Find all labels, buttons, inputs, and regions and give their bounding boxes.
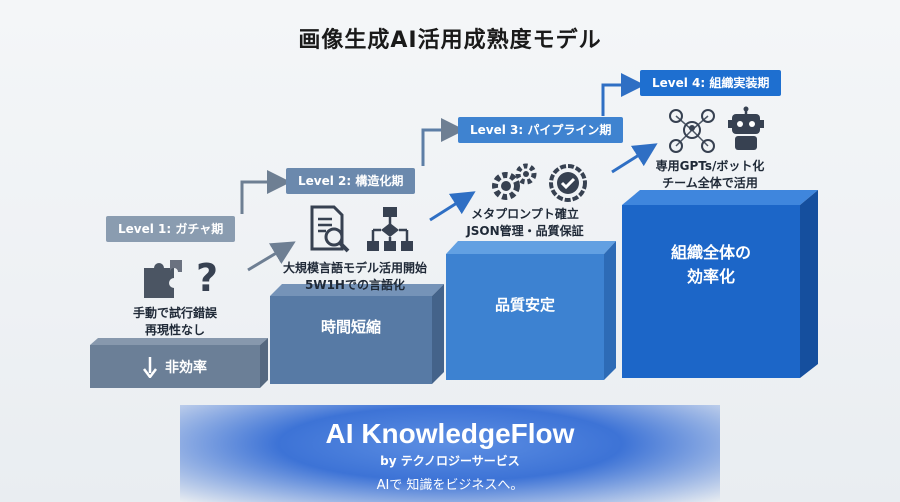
level-1-caption-line-2: 再現性なし xyxy=(144,323,205,337)
footer-banner xyxy=(180,405,720,502)
brand-tagline: AIで 知識をビジネスへ。 xyxy=(376,478,524,493)
staircase-blocks xyxy=(90,190,818,388)
level-3-caption-line-1: メタプロンプト確立 xyxy=(471,207,579,221)
brand-byline: by テクノロジーサービス xyxy=(380,454,520,468)
flowchart-icon xyxy=(367,207,413,251)
robot-icon xyxy=(728,106,764,150)
level-1-block-label: 非効率 xyxy=(165,359,207,376)
step-connectors xyxy=(240,73,658,272)
diag-arrow-1 xyxy=(247,241,296,272)
level-1-caption-line-1: 手動で試行錯誤 xyxy=(132,306,217,320)
level-2-caption-line-2: 5W1Hでの言語化 xyxy=(305,278,405,292)
connector-3-4 xyxy=(601,73,645,116)
level-3-block: 品質安定 xyxy=(446,254,604,380)
connector-1-2 xyxy=(240,170,291,214)
level-4-block: 組織全体の 効率化 xyxy=(622,205,800,378)
level-4-caption-line-1: 専用GPTs/ボット化 xyxy=(655,159,765,173)
level-3-caption: メタプロンプト確立 JSON管理・品質保証 xyxy=(455,206,595,240)
level-2-block-label: 時間短縮 xyxy=(320,317,381,336)
diag-arrow-3 xyxy=(611,143,658,174)
level-4-caption-line-2: チーム全体で活用 xyxy=(662,176,758,190)
puzzle-icon xyxy=(144,260,182,298)
level-1-block: 非効率 xyxy=(90,345,260,388)
level-4-block-label-line-1: 組織全体の xyxy=(670,243,751,262)
question-mark-icon: ? xyxy=(196,256,219,300)
quality-check-icon xyxy=(549,164,587,202)
down-arrow-icon xyxy=(143,356,157,378)
brand-name: AI KnowledgeFlow xyxy=(325,418,575,449)
level-3-badge: Level 3: パイプライン期 xyxy=(458,117,624,143)
level-1-caption: 手動で試行錯誤 再現性なし xyxy=(110,305,240,339)
level-4-block-label-line-2: 効率化 xyxy=(686,267,735,286)
level-2-block: 時間短縮 xyxy=(270,296,432,384)
level-2-caption: 大規模言語モデル活用開始 5W1Hでの言語化 xyxy=(270,260,440,294)
document-search-icon xyxy=(310,205,350,253)
team-network-icon xyxy=(669,109,715,153)
diagram-title: 画像生成AI活用成熟度モデル xyxy=(298,28,602,53)
level-3-caption-line-2: JSON管理・品質保証 xyxy=(466,224,584,238)
connector-2-3 xyxy=(421,118,465,166)
level-1-badge: Level 1: ガチャ期 xyxy=(106,216,236,242)
diag-arrow-2 xyxy=(429,191,476,222)
gears-icon xyxy=(492,163,537,200)
level-2-badge: Level 2: 構造化期 xyxy=(286,168,416,194)
level-4-badge: Level 4: 組織実装期 xyxy=(640,70,782,96)
level-4-caption: 専用GPTs/ボット化 チーム全体で活用 xyxy=(640,158,780,192)
level-3-block-label: 品質安定 xyxy=(494,295,555,314)
level-2-caption-line-1: 大規模言語モデル活用開始 xyxy=(282,261,427,275)
